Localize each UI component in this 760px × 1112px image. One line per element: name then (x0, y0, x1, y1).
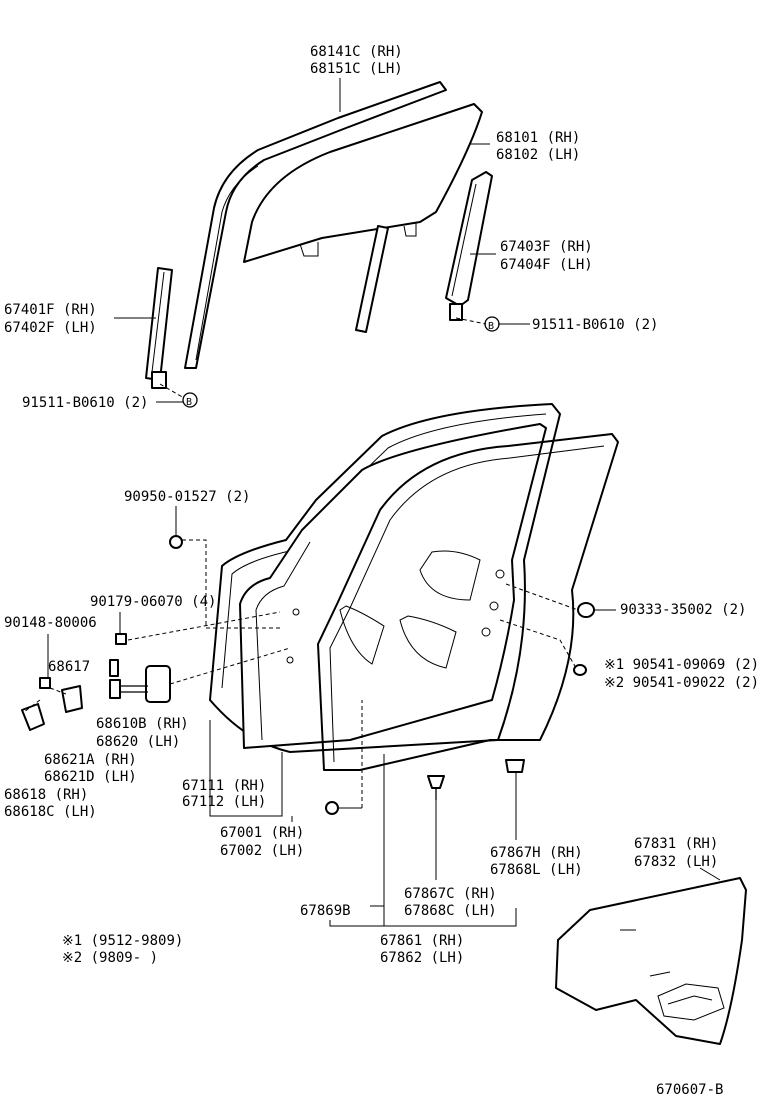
label-bolt-right: 91511-B0610 (2) (532, 317, 658, 333)
door-check (109, 665, 171, 703)
label-trim-rh: 67831 (RH) (634, 836, 718, 852)
bolt-symbol-left-letter: B (186, 397, 192, 408)
label-strip-lh: 67862 (LH) (380, 950, 464, 966)
label-clip-a-lh: 67868L (LH) (490, 862, 583, 878)
label-hinge-lower-rh: 68621A (RH) (44, 752, 137, 768)
label-glass-lh: 68102 (LH) (496, 147, 580, 163)
label-front-frame-rh: 67401F (RH) (4, 302, 97, 318)
label-clip-top: 90950-01527 (2) (124, 489, 250, 505)
label-clip-b-rh: 67867C (RH) (404, 886, 497, 902)
label-pin: 68617 (48, 659, 90, 675)
label-hinge-lower-lh: 68621D (LH) (44, 769, 137, 785)
label-clip-c: 67869B (300, 903, 351, 919)
label-note2-part: ※2 90541-09022 (2) (604, 675, 759, 691)
bolt-symbol-left (182, 392, 198, 408)
clip-67867h (505, 759, 525, 773)
glass-center-channel (355, 225, 389, 333)
upper-hinge (21, 703, 45, 731)
label-weather-lh: 67112 (LH) (182, 794, 266, 810)
door-panel (239, 423, 547, 749)
label-clip-b-lh: 67868C (LH) (404, 903, 497, 919)
label-bolt-left: 91511-B0610 (2) (22, 395, 148, 411)
label-hinge-upper-lh: 68618C (LH) (4, 804, 97, 820)
note-2: ※2 (9809- ) (62, 950, 158, 966)
plug-right (577, 602, 595, 618)
label-front-frame-lh: 67402F (LH) (4, 320, 97, 336)
bolt-90148 (39, 677, 51, 689)
diagram-code: 670607-B (656, 1082, 723, 1098)
label-check-rh: 68610B (RH) (96, 716, 189, 732)
bolt-hinge (115, 633, 127, 645)
label-check-lh: 68620 (LH) (96, 734, 180, 750)
note-1: ※1 (9512-9809) (62, 933, 183, 949)
door-trim-panel (555, 877, 747, 1045)
clip-67867c (427, 775, 445, 800)
label-rear-frame-lh: 67404F (LH) (500, 257, 593, 273)
label-glass-rh: 68101 (RH) (496, 130, 580, 146)
door-glass (243, 103, 483, 263)
bolt-symbol-right-letter: B (488, 321, 494, 332)
label-rear-frame-rh: 67403F (RH) (500, 239, 593, 255)
leader-lines (23, 78, 721, 927)
label-run-lh: 68151C (LH) (310, 61, 403, 77)
label-plug-right: 90333-35002 (2) (620, 602, 746, 618)
label-note1-part: ※1 90541-09069 (2) (604, 657, 759, 673)
glass-run-channel (184, 81, 447, 369)
label-door-lh: 67002 (LH) (220, 843, 304, 859)
door-opening-trim-strip (317, 433, 619, 771)
label-clip-a-rh: 67867H (RH) (490, 845, 583, 861)
label-weather-rh: 67111 (RH) (182, 778, 266, 794)
label-run-rh: 68141C (RH) (310, 44, 403, 60)
label-trim-lh: 67832 (LH) (634, 854, 718, 870)
lower-hinge (61, 685, 83, 713)
door-weatherstrip (209, 403, 561, 753)
label-door-rh: 67001 (RH) (220, 825, 304, 841)
label-strip-rh: 67861 (RH) (380, 933, 464, 949)
clip-top (169, 535, 183, 549)
rear-lower-frame (445, 171, 493, 321)
label-hinge-upper-rh: 68618 (RH) (4, 787, 88, 803)
front-lower-frame (145, 267, 173, 389)
label-bolt-hinge: 90179-06070 (4) (90, 594, 216, 610)
plug-lower-right (573, 664, 587, 676)
label-bolt-90148: 90148-80006 (4, 615, 97, 631)
hinge-pin (109, 659, 119, 677)
clip-67869b (325, 801, 339, 815)
